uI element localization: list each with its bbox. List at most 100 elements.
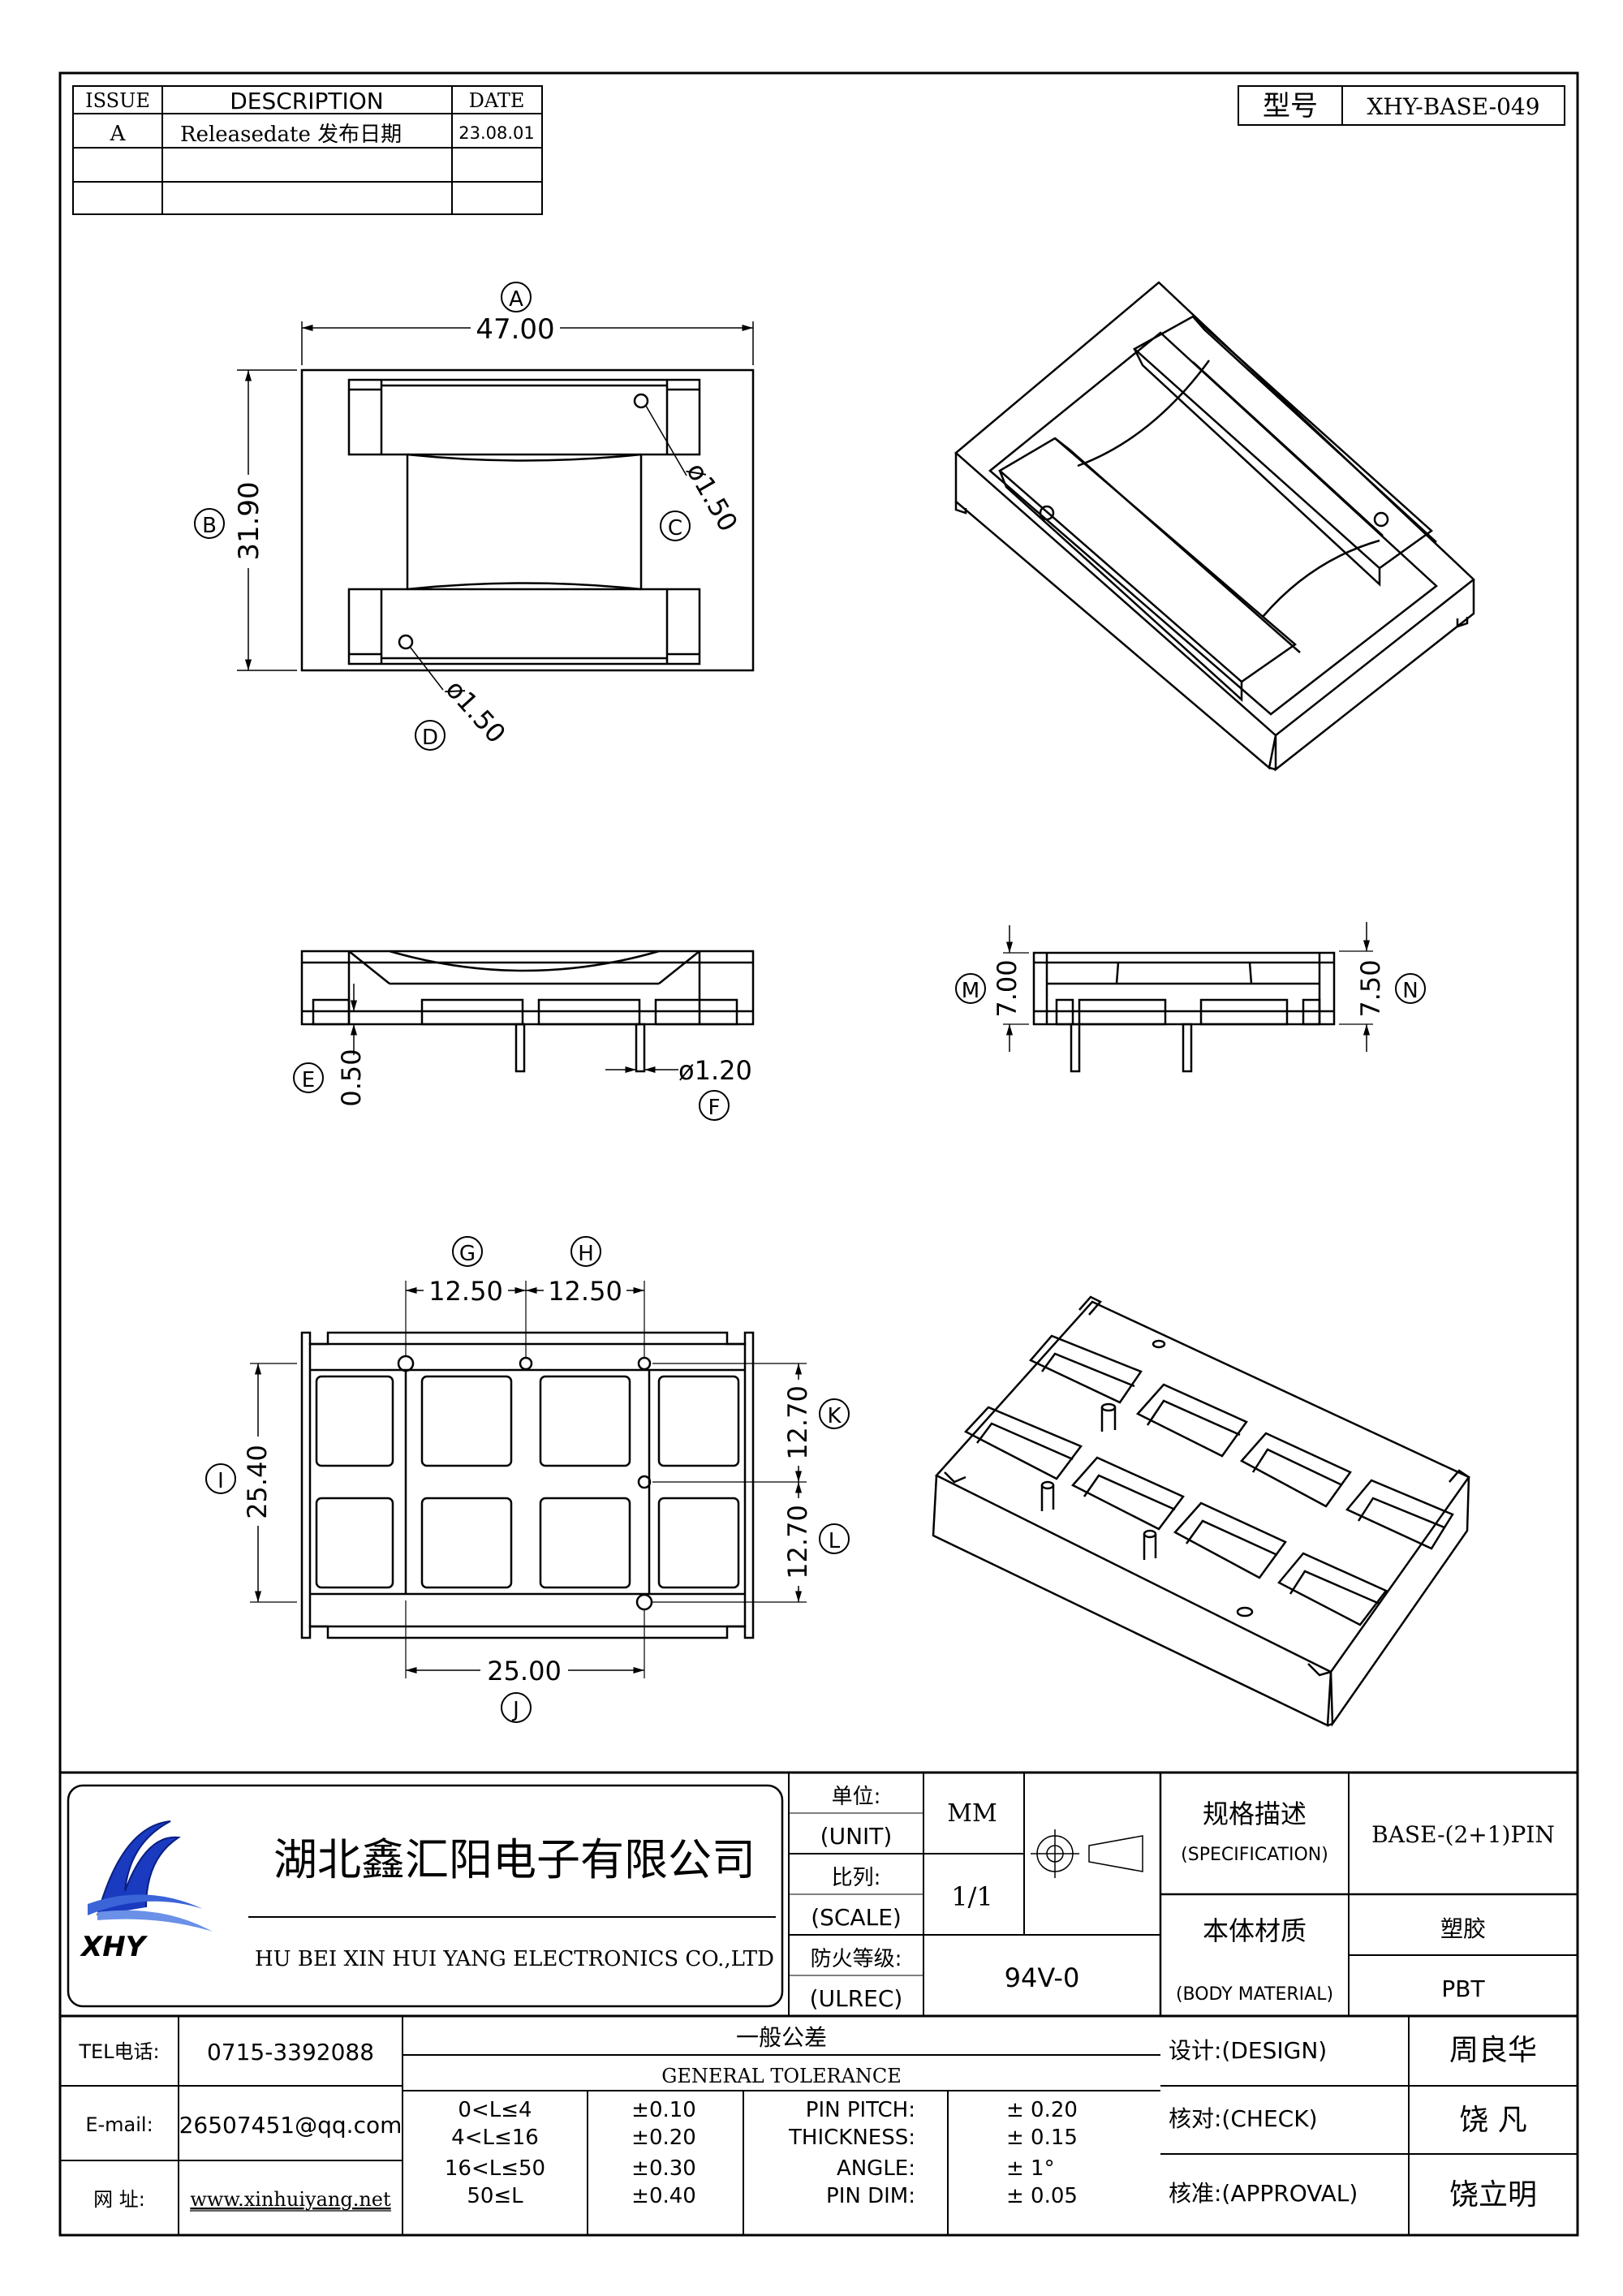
dim-G-tag: G bbox=[459, 1242, 476, 1266]
dim-F-value: ø1.20 bbox=[678, 1055, 752, 1086]
dim-J-tag: J bbox=[511, 1698, 519, 1722]
dim-H: 12.50 H bbox=[526, 1236, 644, 1307]
spec-value: BASE-(2+1)PIN bbox=[1371, 1821, 1555, 1848]
iso-view-bottom bbox=[932, 1295, 1470, 1727]
model-box: 型号 XHY-BASE-049 bbox=[1238, 85, 1565, 126]
dim-A-value: 47.00 bbox=[476, 313, 554, 346]
drawing-frame bbox=[58, 71, 1579, 2237]
param-tol-4: ± 0.05 bbox=[1006, 2184, 1078, 2208]
ulrec-label-cn: 防火等级: bbox=[811, 1947, 902, 1971]
dim-G-value: 12.50 bbox=[428, 1276, 503, 1307]
front-view bbox=[300, 950, 755, 1073]
web-value: www.xinhuiyang.net bbox=[190, 2188, 391, 2211]
material-value-en: PBT bbox=[1441, 1975, 1485, 2002]
dim-B-value: 31.90 bbox=[233, 481, 265, 560]
title-block: 湖北鑫汇阳电子有限公司 HU BEI XIN HUI YANG ELECTRON… bbox=[60, 1771, 1578, 2235]
dim-F: ø1.20 F bbox=[605, 1055, 752, 1121]
company-name-cn: 湖北鑫汇阳电子有限公司 bbox=[273, 1834, 756, 1885]
dim-J-value: 25.00 bbox=[487, 1656, 562, 1686]
dim-A-tag: A bbox=[509, 287, 523, 312]
dim-K-value: 12.70 bbox=[782, 1385, 813, 1460]
tol-value-1: ±0.10 bbox=[631, 2098, 696, 2122]
ulrec-value: 94V-0 bbox=[1005, 1962, 1080, 1993]
tol-range-2: 4<L≤16 bbox=[451, 2126, 539, 2150]
iso-view-top bbox=[954, 281, 1475, 772]
issue-header: ISSUE bbox=[85, 89, 150, 112]
tol-range-3: 16<L≤50 bbox=[445, 2156, 545, 2181]
approval-label: 核准:(APPROVAL) bbox=[1169, 2180, 1358, 2207]
dim-E-value: 0.50 bbox=[336, 1049, 367, 1106]
dim-E: 0.50 E bbox=[293, 984, 367, 1107]
approval-name: 饶立明 bbox=[1449, 2178, 1537, 2212]
param-name-2: THICKNESS: bbox=[788, 2126, 915, 2150]
scale-label-en: (SCALE) bbox=[811, 1904, 902, 1931]
dim-B-tag: B bbox=[202, 514, 217, 538]
revision-table: ISSUE DESCRIPTION DATE A Releasedate 发布日… bbox=[72, 85, 543, 215]
design-name: 周良华 bbox=[1449, 2034, 1537, 2067]
unit-value: MM bbox=[947, 1799, 997, 1828]
tel-value: 0715-3392088 bbox=[207, 2039, 374, 2066]
dim-E-tag: E bbox=[302, 1068, 315, 1092]
dim-L-value: 12.70 bbox=[782, 1505, 813, 1579]
check-name: 饶 凡 bbox=[1459, 2104, 1526, 2137]
dim-G: 12.50 G bbox=[405, 1236, 645, 1357]
param-tol-3: ± 1° bbox=[1006, 2156, 1055, 2181]
dim-C: ø1.50 C bbox=[645, 405, 744, 541]
dim-K: 12.70 K bbox=[652, 1363, 850, 1603]
param-name-4: PIN DIM: bbox=[826, 2184, 915, 2208]
dim-I-tag: I bbox=[217, 1469, 224, 1493]
dim-L: 12.70 L bbox=[782, 1482, 850, 1602]
company-logo: XHY bbox=[80, 1820, 213, 1963]
dim-J: 25.00 J bbox=[405, 1600, 645, 1723]
dim-M: 7.00 M bbox=[955, 925, 1029, 1052]
model-value: XHY-BASE-049 bbox=[1367, 93, 1539, 120]
dim-D-tag: D bbox=[422, 726, 438, 750]
dim-B: 31.90 B bbox=[194, 369, 297, 671]
dim-I: 25.40 I bbox=[205, 1363, 297, 1603]
top-view bbox=[300, 368, 755, 672]
tolerance-title-cn: 一般公差 bbox=[736, 2024, 827, 2051]
material-value-cn: 塑胶 bbox=[1440, 1915, 1486, 1942]
dim-D-value: ø1.50 bbox=[440, 674, 512, 749]
company-name-en: HU BEI XIN HUI YANG ELECTRONICS CO.,LTD bbox=[255, 1947, 774, 1971]
email-label: E-mail: bbox=[85, 2113, 153, 2136]
check-label: 核对:(CHECK) bbox=[1169, 2105, 1318, 2132]
dim-M-value: 7.00 bbox=[992, 959, 1022, 1017]
tel-label: TEL电话: bbox=[78, 2040, 159, 2063]
side-view bbox=[1032, 951, 1336, 1073]
dim-I-value: 25.40 bbox=[242, 1445, 273, 1519]
revision-issue: A bbox=[110, 122, 127, 146]
dim-H-value: 12.50 bbox=[548, 1276, 622, 1307]
dim-M-tag: M bbox=[962, 979, 979, 1003]
logo-text: XHY bbox=[80, 1931, 149, 1963]
tol-range-1: 0<L≤4 bbox=[458, 2098, 532, 2122]
revision-description: Releasedate 发布日期 bbox=[180, 123, 402, 147]
scale-value: 1/1 bbox=[951, 1881, 993, 1912]
design-label: 设计:(DESIGN) bbox=[1169, 2037, 1327, 2064]
model-label: 型号 bbox=[1263, 90, 1318, 123]
param-tol-1: ± 0.20 bbox=[1006, 2098, 1078, 2122]
unit-label-cn: 单位: bbox=[832, 1785, 881, 1809]
dim-N: 7.50 N bbox=[1339, 922, 1426, 1052]
dim-H-tag: H bbox=[578, 1242, 594, 1266]
email-value: 26507451@qq.com bbox=[179, 2112, 403, 2139]
unit-label-en: (UNIT) bbox=[820, 1823, 893, 1850]
material-label-cn: 本体材质 bbox=[1203, 1915, 1307, 1946]
tolerance-title-en: GENERAL TOLERANCE bbox=[661, 2065, 902, 2087]
tol-value-4: ±0.40 bbox=[631, 2184, 696, 2208]
material-label-en: (BODY MATERIAL) bbox=[1176, 1984, 1333, 2005]
dim-A: 47.00 A bbox=[301, 282, 754, 365]
param-name-3: ANGLE: bbox=[837, 2156, 915, 2181]
tol-value-2: ±0.20 bbox=[631, 2126, 696, 2150]
projection-symbol-icon bbox=[1031, 1829, 1143, 1878]
ulrec-label-en: (ULREC) bbox=[810, 1985, 903, 2012]
description-header: DESCRIPTION bbox=[230, 88, 384, 114]
dim-L-tag: L bbox=[829, 1529, 841, 1553]
dim-C-tag: C bbox=[668, 516, 682, 541]
spec-label-en: (SPECIFICATION) bbox=[1181, 1845, 1328, 1865]
tol-range-4: 50≤L bbox=[467, 2184, 523, 2208]
param-tol-2: ± 0.15 bbox=[1006, 2126, 1078, 2150]
bottom-view bbox=[300, 1331, 755, 1639]
dim-N-tag: N bbox=[1402, 979, 1418, 1003]
